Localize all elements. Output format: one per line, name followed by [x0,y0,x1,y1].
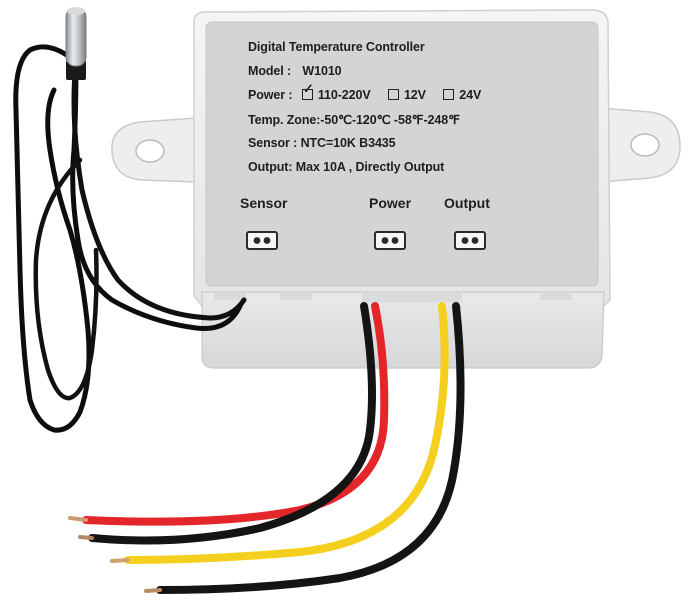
black-wire-right-tip [144,588,162,593]
temperature-probe [65,7,87,80]
product-title: Digital Temperature Controller [248,40,425,54]
black-wire-left-tip [78,535,94,540]
output-spec-line: Output: Max 10A , Directly Output [248,160,445,174]
model-line: Model : W1010 [248,64,342,78]
checkbox-checked-icon [301,81,314,100]
temp-zone-line: Temp. Zone:-50℃-120℃ -58℉-248℉ [248,113,460,127]
output-terminal-label: Output [444,195,490,211]
yellow-wire [124,302,449,564]
black-wire-right [156,302,465,594]
checkbox-empty-icon [387,89,399,100]
power-line: Power : 110-220V 12V 24V [248,81,481,102]
yellow-wire-tip [110,558,130,563]
power-option-110-220v: 110-220V [300,81,371,102]
output-wires [68,302,465,594]
power-label: Power : [248,88,293,102]
power-terminal-label: Power [369,195,412,211]
power-terminal [374,231,406,250]
output-terminal [454,231,486,250]
checkbox-empty-icon [443,89,455,100]
black-wire-left [88,302,376,545]
probe-cable-tail [71,57,247,321]
sensor-spec-line: Sensor : NTC=10K B3435 [248,136,396,150]
power-option-24v: 24V [441,88,481,102]
model-label: Model : [248,64,292,78]
red-wire-tip [68,516,88,522]
sensor-terminal [246,231,278,250]
mounting-ear-right [599,107,681,183]
red-wire [82,302,389,526]
model-value: W1010 [302,64,342,78]
sensor-terminal-label: Sensor [240,195,288,211]
power-option-12v: 12V [386,88,426,102]
mounting-ear-left [111,117,197,183]
probe-cable-loop [33,157,99,401]
